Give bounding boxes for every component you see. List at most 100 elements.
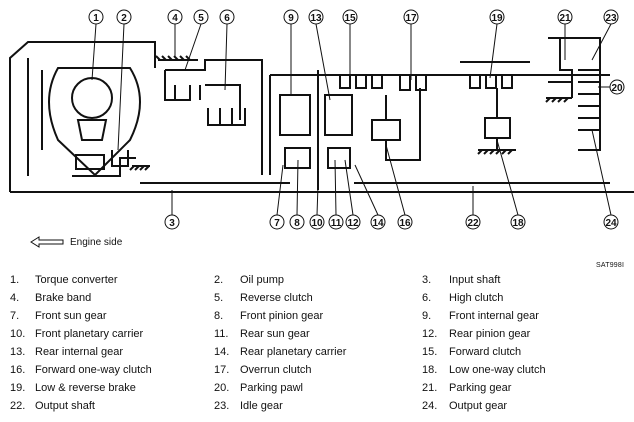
legend-name: Torque converter — [35, 274, 118, 286]
engine-side-label: Engine side — [70, 236, 123, 248]
svg-text:7: 7 — [274, 218, 280, 229]
legend-name: Idle gear — [240, 400, 283, 412]
output-gear-stack — [578, 69, 601, 151]
legend-name: Reverse clutch — [240, 292, 313, 304]
callout-21: 21 — [557, 9, 573, 25]
legend-number: 10. — [10, 328, 26, 340]
callout-8: 8 — [289, 214, 305, 230]
svg-text:2: 2 — [121, 13, 127, 24]
figure-code: SAT998I — [596, 262, 625, 269]
svg-text:20: 20 — [611, 83, 623, 94]
callout-10: 10 — [309, 214, 325, 230]
svg-text:10: 10 — [311, 218, 323, 229]
svg-text:18: 18 — [512, 218, 524, 229]
svg-text:24: 24 — [605, 218, 617, 229]
callout-19: 19 — [489, 9, 505, 25]
leader-lines — [91, 23, 612, 216]
legend-number: 13. — [10, 346, 26, 358]
ground-hatch-low — [477, 149, 516, 155]
svg-text:21: 21 — [559, 13, 571, 24]
callout-4: 4 — [167, 9, 183, 25]
legend-number: 15. — [422, 346, 438, 358]
legend-name: Front internal gear — [449, 310, 539, 322]
legend-name: Forward one-way clutch — [35, 364, 152, 376]
reverse-clutch-drum — [164, 59, 263, 175]
legend-row: 16.Forward one-way clutch 17.Overrun clu… — [0, 364, 634, 382]
legend-number: 6. — [422, 292, 432, 304]
callout-15: 15 — [342, 9, 358, 25]
overrun-clutch-plates — [399, 75, 427, 91]
svg-text:1: 1 — [93, 13, 99, 24]
engine-side-indicator: Engine side — [30, 236, 122, 248]
legend-name: Rear planetary carrier — [240, 346, 347, 358]
svg-text:13: 13 — [310, 13, 322, 24]
low-reverse-brake-plates — [460, 61, 530, 89]
transmission-schematic: 1 2 3 4 5 6 7 8 9 10 11 12 13 14 15 16 1… — [9, 9, 634, 230]
callout-13: 13 — [308, 9, 324, 25]
legend-number: 17. — [214, 364, 230, 376]
arrow-left-icon — [30, 236, 64, 248]
legend-number: 14. — [214, 346, 230, 358]
legend-number: 11. — [214, 328, 229, 340]
legend-name: Parking gear — [449, 382, 512, 394]
legend-name: Output gear — [449, 400, 508, 412]
turbine-circle — [71, 77, 113, 119]
legend-row: 4.Brake band 5.Reverse clutch 6.High clu… — [0, 292, 634, 310]
forward-one-way-clutch — [371, 88, 421, 161]
legend-name: Forward clutch — [449, 346, 522, 358]
legend-name: Front planetary carrier — [35, 328, 144, 340]
callout-1: 1 — [88, 9, 104, 25]
callout-3: 3 — [164, 214, 180, 230]
legend-row: 13. Rear internal gear 14. Rear planetary … — [0, 346, 634, 364]
idle-gear-shaft — [548, 37, 601, 70]
legend-row: 7.Front sun gear 8.Front pinion gear 9.F… — [0, 310, 634, 328]
callout-12: 12 — [345, 214, 361, 230]
ground-hatch-pawl — [545, 97, 572, 103]
svg-text:22: 22 — [467, 218, 479, 229]
legend-number: 9. — [422, 310, 432, 322]
legend-number: 18. — [422, 364, 438, 376]
svg-text:11: 11 — [331, 218, 342, 229]
stator — [76, 119, 108, 141]
legend-name: Rear internal gear — [35, 346, 124, 358]
legend-number: 21. — [422, 382, 438, 394]
callout-9: 9 — [283, 9, 299, 25]
legend-number: 19. — [10, 382, 26, 394]
callout-6: 6 — [219, 9, 235, 25]
svg-text:14: 14 — [372, 218, 384, 229]
legend-number: 3. — [422, 274, 432, 286]
legend-row: 22.Output shaft 23.Idle gear 24.Output g… — [0, 400, 634, 418]
legend-row: 1.Torque converter 2.Oil pump 3.Input sh… — [0, 274, 634, 292]
svg-text:8: 8 — [294, 218, 300, 229]
legend-number: 24. — [422, 400, 438, 412]
brake-band — [155, 55, 198, 61]
callout-23: 23 — [603, 9, 619, 25]
legend-number: 23. — [214, 400, 230, 412]
legend-name: Oil pump — [240, 274, 285, 286]
legend-number: 5. — [214, 292, 224, 304]
legend-number: 1. — [10, 274, 20, 286]
callout-7: 7 — [269, 214, 285, 230]
callout-16: 16 — [397, 214, 413, 230]
rear-planetary-assembly — [317, 70, 353, 190]
callout-11: 11 — [328, 214, 344, 230]
schematic-lines — [9, 37, 634, 193]
callout-18: 18 — [510, 214, 526, 230]
svg-text:17: 17 — [405, 13, 417, 24]
svg-text:15: 15 — [344, 13, 356, 24]
legend-row: 10.Front planetary carrier 11.Rear sun g… — [0, 328, 634, 346]
legend-name: High clutch — [449, 292, 504, 304]
svg-text:4: 4 — [172, 13, 178, 24]
legend-name: Parking pawl — [240, 382, 303, 394]
legend-number: 20. — [214, 382, 230, 394]
callout-22: 22 — [465, 214, 481, 230]
forward-clutch-plates — [339, 75, 383, 89]
svg-text:19: 19 — [491, 13, 503, 24]
parking-pawl-arm — [548, 38, 573, 98]
legend-name: Front pinion gear — [240, 310, 324, 322]
front-planetary-assembly — [269, 74, 610, 175]
svg-text:23: 23 — [605, 13, 617, 24]
legend-name: Front sun gear — [35, 310, 107, 322]
legend-name: Low one-way clutch — [449, 364, 546, 376]
svg-text:12: 12 — [347, 218, 359, 229]
